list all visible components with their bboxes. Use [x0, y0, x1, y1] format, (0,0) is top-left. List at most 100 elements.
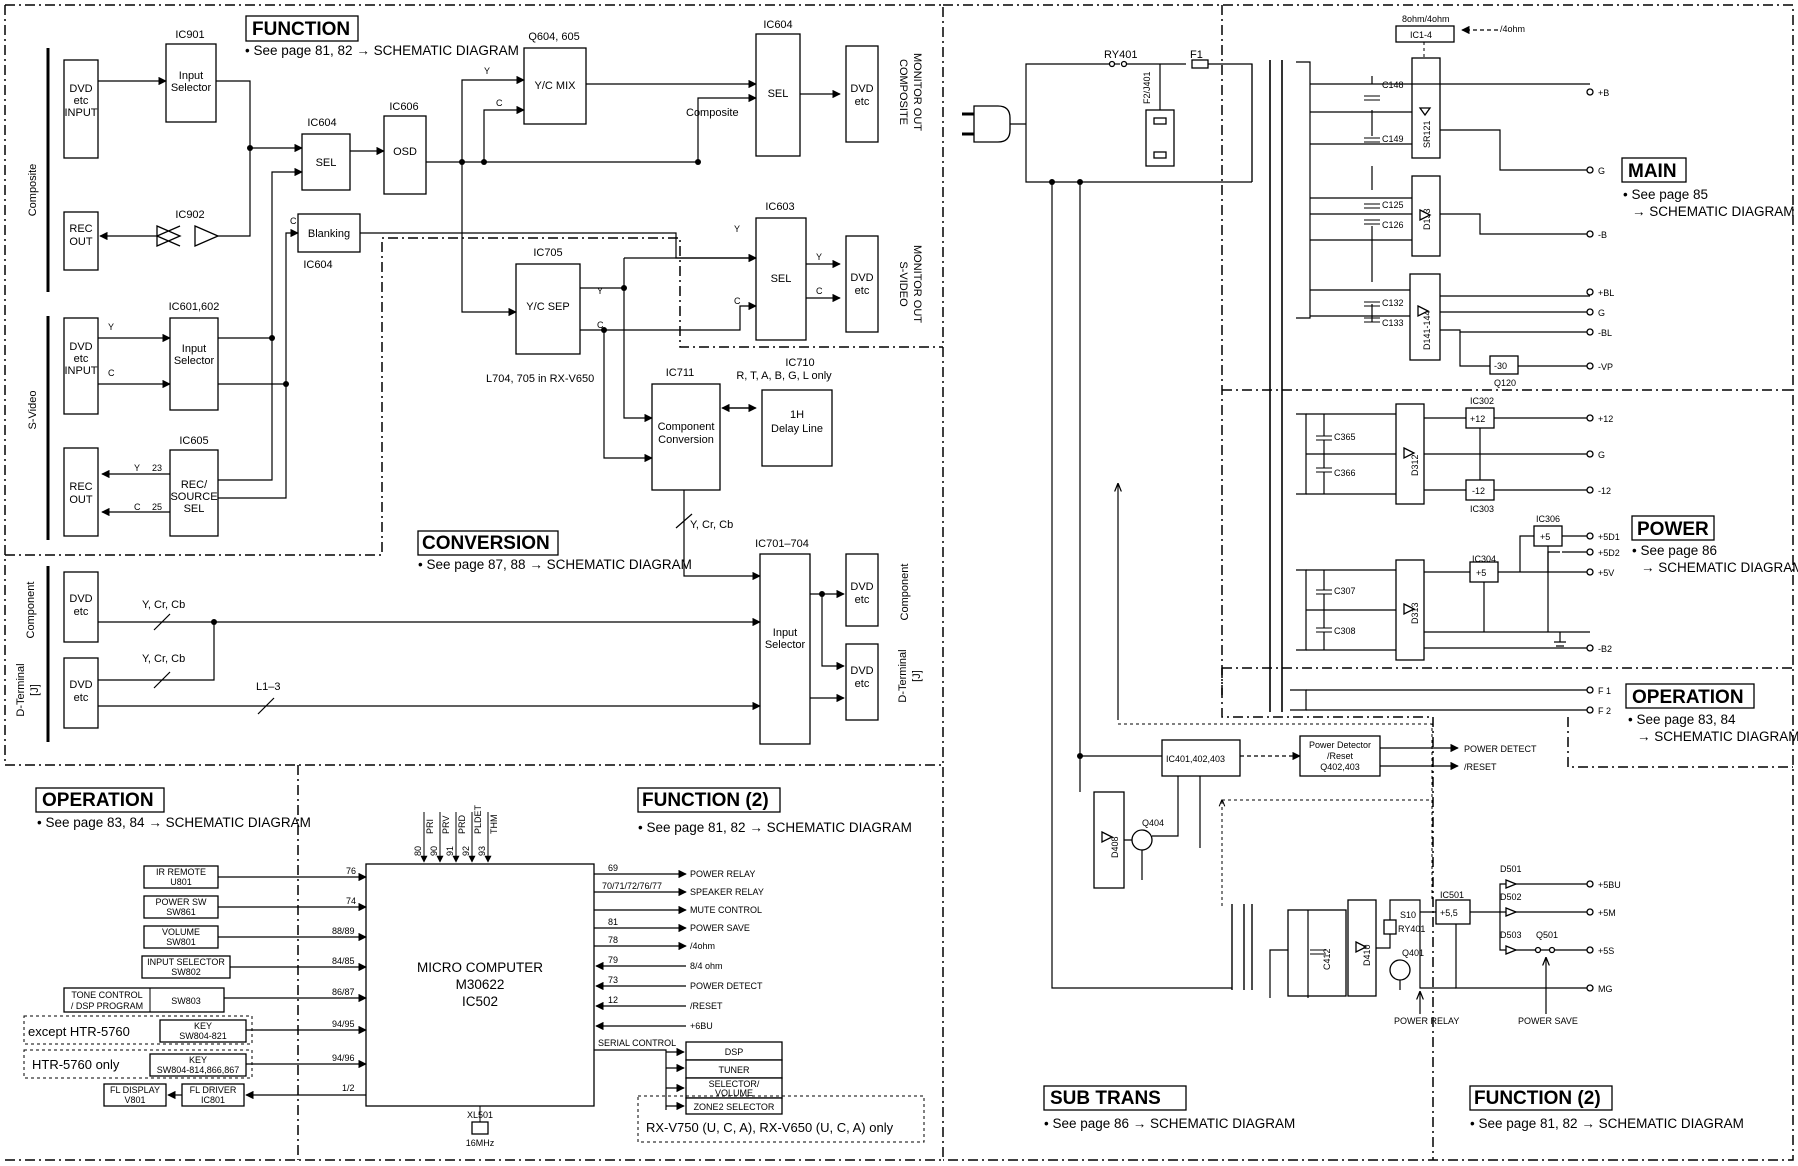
ycmix	[523, 47, 587, 125]
ic604-label-2: IC604	[303, 259, 332, 271]
operation-section: MICRO COMPUTER M30622 IC502 80PRI90PRV91…	[23, 804, 925, 1148]
ref-operation-right-2: → SCHEMATIC DIAGRAM	[1637, 729, 1798, 744]
ic605-rec-source-sel	[169, 449, 219, 537]
ycrcb-3: Y, Cr, Cb	[142, 653, 185, 665]
dterminal-out-1: D-Terminal	[897, 649, 909, 702]
heading-function2: FUNCTION (2)	[642, 790, 769, 811]
ic603-label: IC603	[765, 201, 794, 213]
blanking	[297, 213, 361, 253]
etc-label: etc	[74, 353, 89, 365]
key-text-1: KEY	[194, 1021, 212, 1031]
pd-label-1: Power Detector	[1309, 740, 1371, 750]
dvd-dterminal-input	[63, 657, 99, 729]
ir-text-1: IR REMOTE	[156, 867, 206, 877]
fld-text-2: V801	[124, 1095, 145, 1105]
ry401-coil	[1383, 919, 1397, 935]
out-f2: F 2	[1598, 706, 1611, 716]
input-label: INPUT	[65, 365, 98, 377]
etc-label: etc	[855, 678, 870, 690]
pin-76: 76	[346, 866, 356, 876]
mcu-pin-number: 90	[429, 846, 439, 856]
ic604-label-3: IC604	[763, 19, 792, 31]
d133-label: D133	[1422, 208, 1432, 230]
composite-wire-label: Composite	[686, 107, 739, 119]
htr-note: HTR-5760 only	[32, 1057, 120, 1072]
sig-84ohm: 8/4 ohm	[690, 961, 723, 971]
q120-label: Q120	[1494, 378, 1516, 388]
ref-main-1: • See page 85	[1623, 187, 1708, 202]
heading-main: MAIN	[1628, 161, 1677, 182]
ic701-label: IC701–704	[755, 538, 809, 550]
mcu-pin-signal: PRI	[425, 819, 435, 834]
blanking-c: C	[290, 216, 297, 226]
power-save-label: POWER SAVE	[1518, 1016, 1578, 1026]
out-5bu: +5BU	[1598, 880, 1621, 890]
ic604-label-1: IC604	[307, 117, 336, 129]
ic605-text-3: SEL	[184, 503, 205, 515]
pw-text-1: POWER SW	[156, 897, 208, 907]
ic401	[1161, 739, 1241, 777]
pin-73: 73	[608, 975, 618, 985]
out-5d2: +5D2	[1598, 548, 1620, 558]
dvd-label: DVD	[69, 679, 92, 691]
ref-subtrans: • See page 86 → SCHEMATIC DIAGRAM	[1044, 1116, 1295, 1131]
d501-label: D501	[1500, 864, 1522, 874]
dvd-svideo-input	[63, 317, 99, 415]
pin-9495: 94/95	[332, 1019, 355, 1029]
c126-label: C126	[1382, 220, 1404, 230]
pin-79: 79	[608, 955, 618, 965]
ic711-label: IC711	[666, 367, 695, 379]
ry401-label: RY401	[1104, 49, 1137, 61]
out-vp: -VP	[1598, 362, 1613, 372]
key-text-2b: SW804-814,866,867	[157, 1065, 240, 1075]
sig-4ohm: /4ohm	[690, 941, 715, 951]
ic601-text-1: Input	[182, 343, 206, 355]
dsp-text: DSP	[725, 1047, 744, 1057]
d410	[1347, 899, 1377, 997]
out-m12: -12	[1598, 486, 1611, 496]
sig-power-save: POWER SAVE	[690, 923, 750, 933]
ic401-label: IC401,402,403	[1166, 754, 1225, 764]
mcu-pin-number: 93	[477, 846, 487, 856]
tone-text-2: / DSP PROGRAM	[71, 1001, 143, 1011]
d312-label: D312	[1410, 454, 1420, 476]
out-label: OUT	[69, 494, 93, 506]
dvd-label: DVD	[850, 581, 873, 593]
xl-text-1: XL501	[467, 1110, 493, 1120]
m30-label: -30	[1494, 361, 1507, 371]
q401	[1389, 959, 1411, 981]
ry401-coil-label: RY401	[1398, 924, 1425, 934]
dvd-composite-out	[845, 45, 879, 143]
ic306-p5: +5	[1540, 532, 1550, 542]
headings: FUNCTION • See page 81, 82 → SCHEMATIC D…	[35, 15, 1798, 1131]
sv-in-c: C	[108, 368, 115, 378]
rec-label: REC	[69, 481, 92, 493]
ic711-text-2: Conversion	[658, 434, 714, 446]
q120-block	[1489, 355, 1519, 375]
pin-81: 81	[608, 917, 618, 927]
ic601-text-2: Selector	[174, 355, 215, 367]
sig-mute: MUTE CONTROL	[690, 905, 762, 915]
heading-function: FUNCTION	[252, 19, 350, 40]
input-label: INPUT	[65, 107, 98, 119]
ic710-label: IC710	[785, 357, 814, 369]
ic711-component-conversion	[651, 383, 721, 491]
mcu-ic502	[365, 863, 595, 1107]
etc-label: etc	[855, 594, 870, 606]
out-g3: G	[1598, 450, 1605, 460]
ic711-text-1: Component	[658, 421, 715, 433]
ic604-sel-text: SEL	[316, 157, 337, 169]
mcu-text-3: IC502	[462, 994, 498, 1009]
ic705-label: IC705	[533, 247, 562, 259]
ic603-c: C	[734, 296, 741, 306]
svideo-out-2: MONITOR OUT	[911, 245, 923, 323]
sig-6bu: +6BU	[690, 1021, 713, 1031]
ref-operation: • See page 83, 84 → SCHEMATIC DIAGRAM	[37, 815, 311, 830]
ref-function2: • See page 81, 82 → SCHEMATIC DIAGRAM	[638, 820, 912, 835]
pw-text-2: SW861	[166, 907, 196, 917]
ic605-y: Y	[134, 463, 140, 473]
sig-pd: POWER DETECT	[1464, 744, 1537, 754]
ic710-delay-line	[761, 389, 833, 467]
pin-78: 78	[608, 935, 618, 945]
ref-operation-right-1: • See page 83, 84	[1628, 712, 1736, 727]
